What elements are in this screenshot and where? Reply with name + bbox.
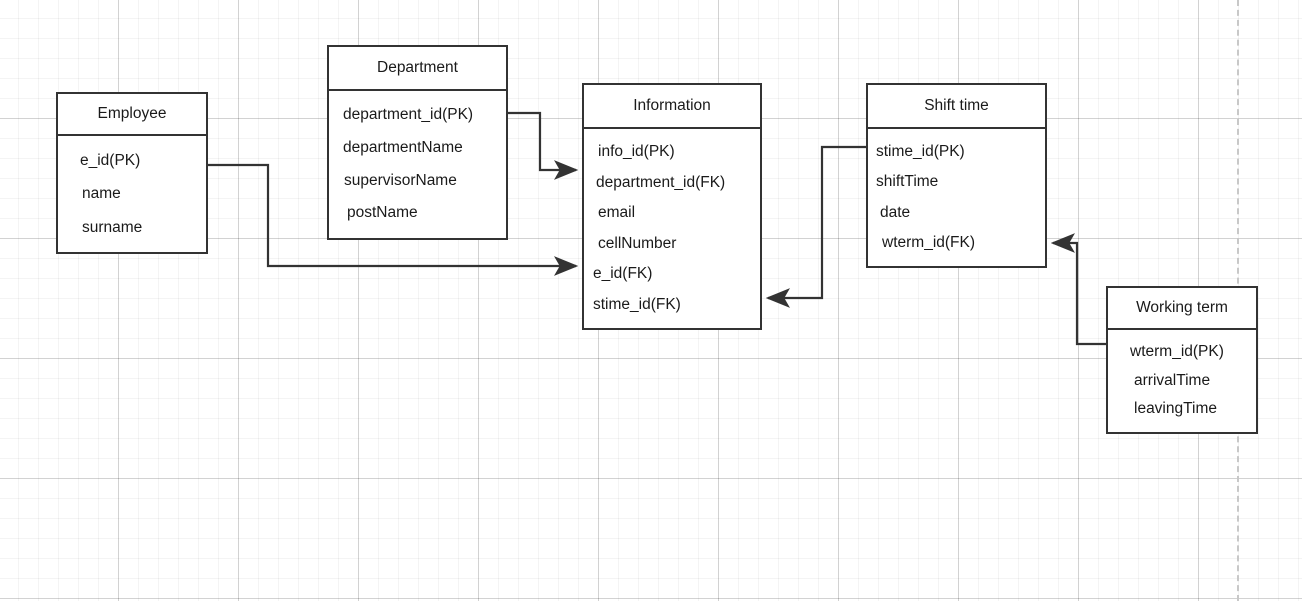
- attribute-row: name: [82, 185, 121, 203]
- entity-title-department: Department: [329, 47, 506, 91]
- entity-attributes-shift-time: stime_id(PK) shiftTime date wterm_id(FK): [868, 129, 1045, 266]
- entity-shift-time[interactable]: Shift time stime_id(PK) shiftTime date wterm…: [866, 83, 1047, 268]
- connector-working-term-to-shift-time: [1050, 233, 1106, 346]
- attribute-row: department_id(PK): [343, 106, 474, 123]
- attribute-row: date: [880, 203, 911, 221]
- entity-employee[interactable]: Employee e_id(PK)name surname: [56, 92, 208, 254]
- attribute-row: departmentName: [343, 138, 463, 156]
- entity-attributes-employee: e_id(PK)name surname: [58, 136, 206, 252]
- attribute-row: e_id(FK): [593, 265, 653, 282]
- attribute-row: stime_id(PK): [876, 143, 965, 160]
- connector-department-to-information: [508, 111, 579, 180]
- entity-title-employee: Employee: [58, 94, 206, 136]
- entity-attributes-department: department_id(PK) departmentName superviso…: [329, 91, 506, 238]
- entity-working-term[interactable]: Working term wterm_id(PK) arrivalTime leavi…: [1106, 286, 1258, 434]
- attribute-row: email: [598, 204, 636, 221]
- attribute-row: info_id(PK): [598, 143, 675, 160]
- entity-attributes-information: info_id(PK) department_id(FK)email cellNum…: [584, 129, 760, 328]
- attribute-row: e_id(PK): [80, 152, 141, 169]
- attribute-row: shiftTime: [876, 173, 939, 191]
- entity-attributes-working-term: wterm_id(PK) arrivalTime leavingTime: [1108, 330, 1256, 432]
- attribute-row: department_id(FK): [596, 173, 726, 191]
- entity-department[interactable]: Department department_id(PK) departmentNam…: [327, 45, 508, 240]
- attribute-row: wterm_id(FK): [882, 233, 976, 251]
- entity-information[interactable]: Information info_id(PK) department_id(FK)e…: [582, 83, 762, 330]
- attribute-row: postName: [347, 204, 418, 222]
- attribute-row: wterm_id(PK): [1130, 343, 1224, 360]
- attribute-row: stime_id(FK): [593, 295, 681, 313]
- entity-title-shift-time: Shift time: [868, 85, 1045, 129]
- attribute-row: supervisorName: [344, 171, 457, 189]
- attribute-row: arrivalTime: [1134, 371, 1211, 389]
- attribute-row: leavingTime: [1134, 400, 1217, 418]
- entity-title-working-term: Working term: [1108, 288, 1256, 330]
- attribute-row: cellNumber: [598, 234, 677, 252]
- attribute-row: surname: [82, 218, 143, 236]
- entity-title-information: Information: [584, 85, 760, 129]
- connector-shift-time-to-information: [765, 145, 866, 308]
